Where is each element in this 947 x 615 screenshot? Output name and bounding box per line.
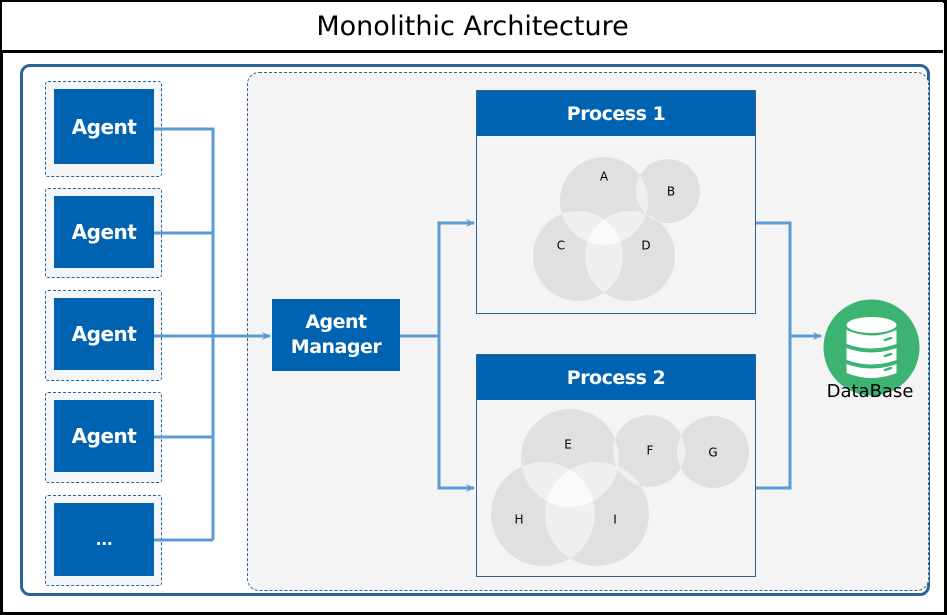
- venn-set-label: I: [613, 513, 617, 527]
- venn-set-f: [613, 415, 685, 487]
- venn-set-g: [677, 416, 749, 488]
- venn-set-label: F: [647, 444, 654, 458]
- agent-slot: Agent: [45, 81, 162, 177]
- venn-diagram-1: A B C D: [533, 157, 700, 301]
- agent-slot: ...: [45, 495, 162, 586]
- database-icon[interactable]: [823, 299, 920, 396]
- venn-set-label: E: [564, 438, 572, 452]
- venn-set-label: G: [708, 446, 717, 460]
- process-1-node[interactable]: Process 1 A B C D: [476, 90, 756, 314]
- agent-node[interactable]: Agent: [54, 196, 154, 268]
- agent-node-more[interactable]: ...: [54, 503, 154, 576]
- agent-slot: Agent: [45, 392, 162, 483]
- agent-node[interactable]: Agent: [54, 298, 154, 370]
- process-2-title: Process 2: [477, 355, 755, 400]
- agent-manager-node[interactable]: Agent Manager: [272, 299, 400, 371]
- venn-set-b: [636, 159, 700, 223]
- process-1-title: Process 1: [477, 91, 755, 136]
- agent-slot: Agent: [45, 290, 162, 381]
- agent-manager-label-line2: Manager: [290, 336, 382, 358]
- venn-set-label: A: [600, 170, 609, 184]
- venn-set-label: B: [667, 185, 675, 199]
- venn-triple-overlap: [585, 211, 623, 245]
- agent-node[interactable]: Agent: [54, 89, 154, 164]
- diagram-title: Monolithic Architecture: [2, 2, 943, 53]
- agent-slot: Agent: [45, 188, 162, 278]
- venn-triple-overlap: [545, 462, 595, 507]
- database-label: DataBase: [826, 381, 914, 402]
- venn-set-label: H: [514, 513, 523, 527]
- agent-manager-label-line1: Agent: [305, 311, 367, 333]
- venn-diagram-2: E F G H I: [491, 409, 749, 566]
- venn-set-label: D: [641, 239, 650, 253]
- agent-node[interactable]: Agent: [54, 400, 154, 472]
- venn-set-label: C: [557, 239, 565, 253]
- process-2-node[interactable]: Process 2 E F G H I: [476, 354, 756, 577]
